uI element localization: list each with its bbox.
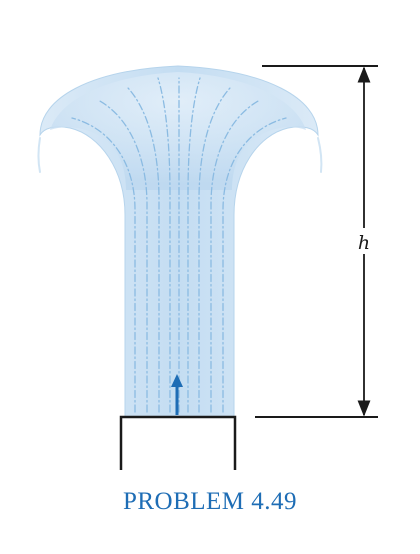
problem-caption: PROBLEM 4.49 (122, 488, 298, 515)
nozzle (119, 415, 237, 470)
streamline (210, 99, 261, 413)
streamlines (71, 77, 287, 413)
streamline (222, 117, 287, 413)
flow-arrow-icon (171, 374, 183, 415)
streamline (97, 99, 148, 413)
dimension-label-h: h (358, 232, 370, 254)
streamline (187, 77, 201, 413)
water-crown (50, 72, 306, 190)
streamline (198, 87, 231, 413)
streamline (71, 117, 136, 413)
streamline (127, 87, 160, 413)
streamline (157, 77, 171, 413)
spray-droplets (37, 137, 323, 173)
